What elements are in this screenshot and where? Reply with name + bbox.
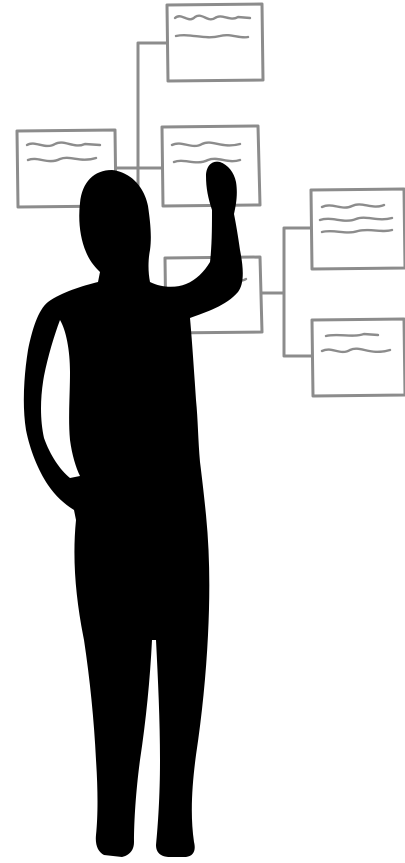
flowchart-box-right — [311, 189, 405, 269]
person-silhouette — [24, 162, 243, 857]
connector-lower-to-bottom-right — [284, 293, 312, 356]
flowchart-box-bottom-right — [312, 319, 405, 396]
flowchart-box-top — [167, 4, 263, 81]
connector-lower-to-right — [262, 228, 311, 293]
connector-root-to-top — [116, 43, 167, 168]
